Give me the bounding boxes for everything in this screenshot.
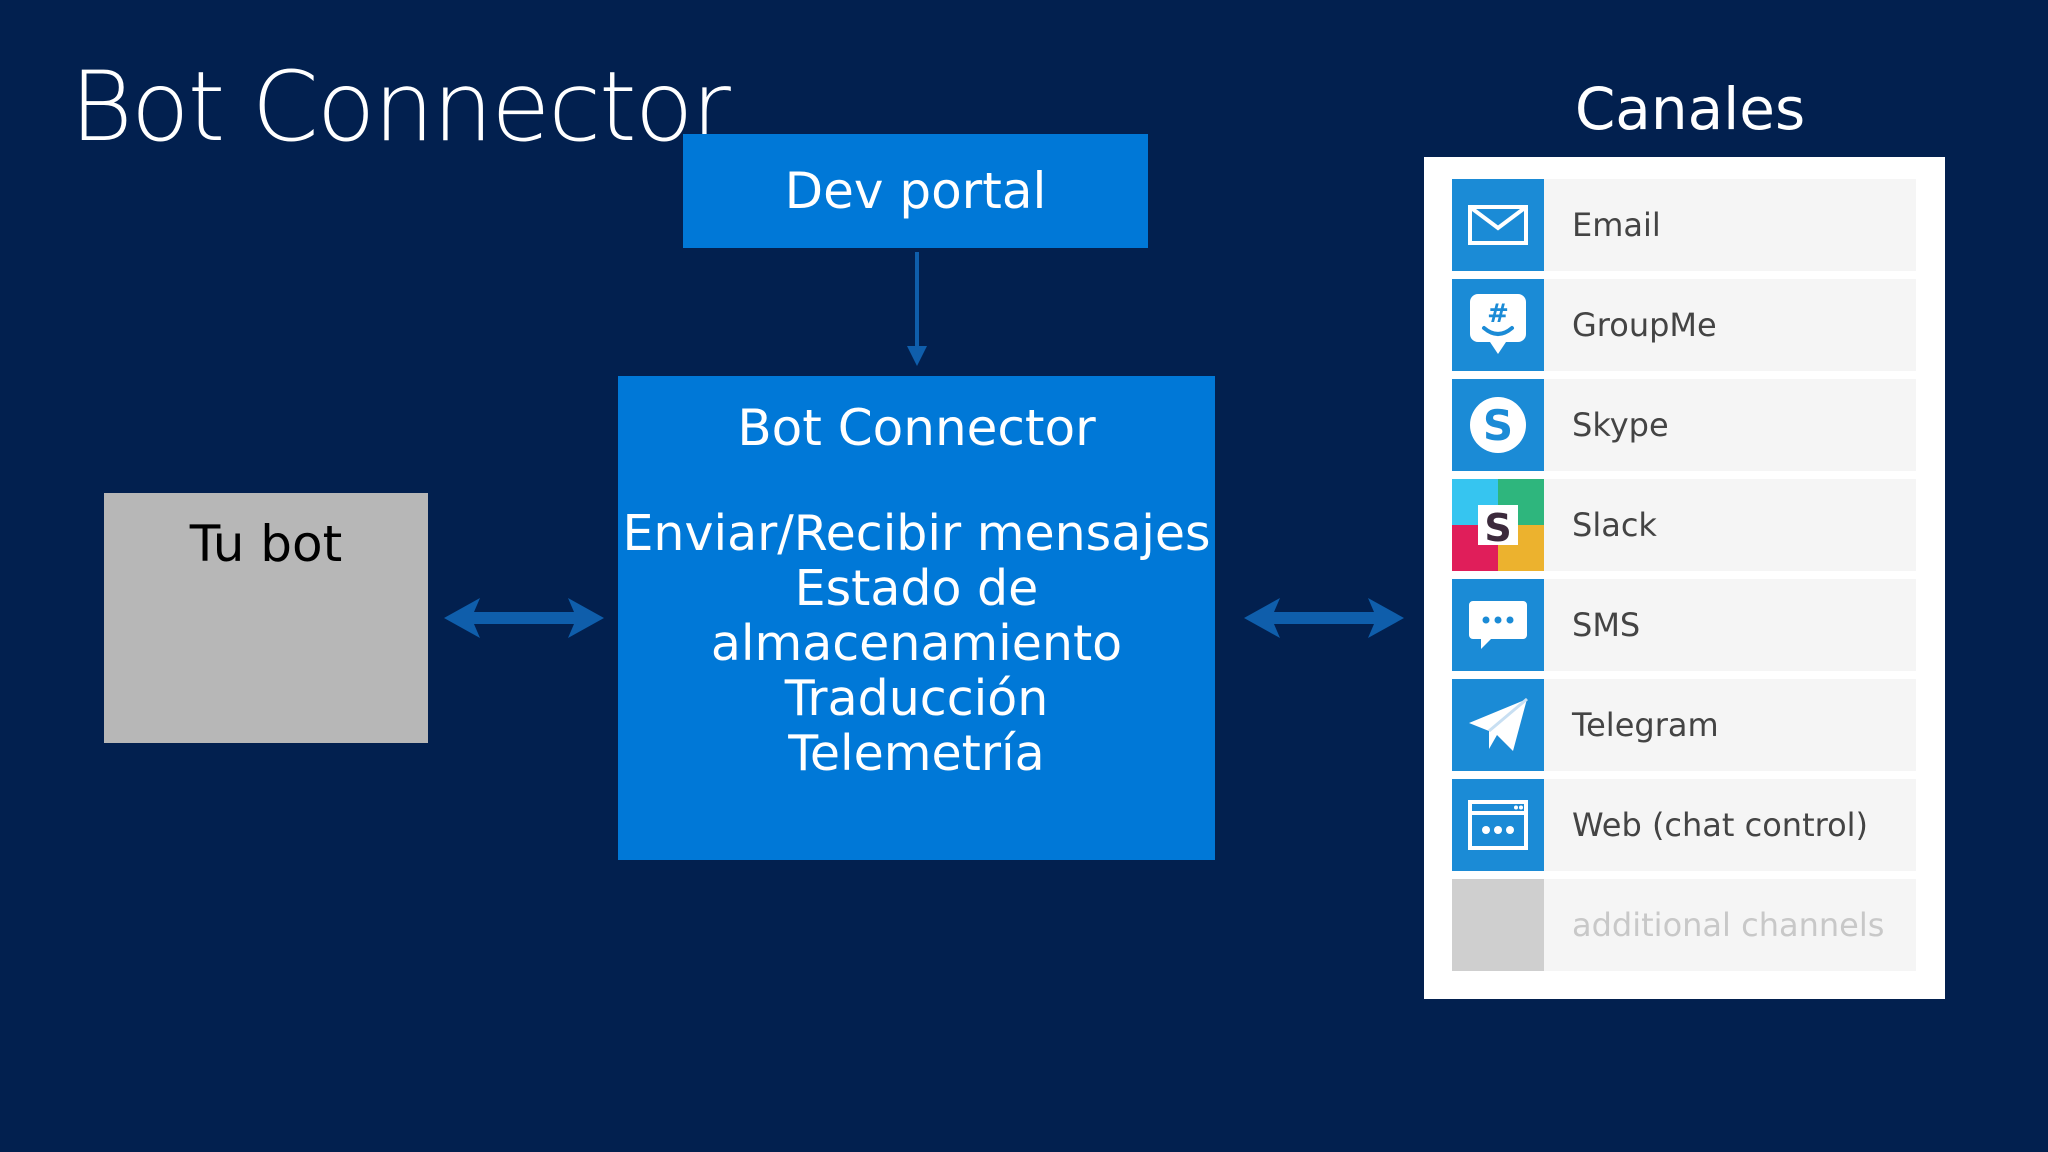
channel-label: Slack [1572,506,1657,544]
bot-connector-title: Bot Connector [737,399,1096,457]
paper-plane-icon [1452,679,1544,771]
channel-sms: SMS [1452,579,1916,671]
channel-web-chat: Web (chat control) [1452,779,1916,871]
placeholder-icon [1452,879,1544,971]
svg-text:S: S [1484,506,1511,550]
feature-telemetry: Telemetría [788,725,1045,782]
envelope-icon [1452,179,1544,271]
channel-label: SMS [1572,606,1641,644]
dev-portal-label: Dev portal [784,162,1047,220]
channel-email: Email [1452,179,1916,271]
svg-text:S: S [1483,401,1513,450]
bot-connector-double-arrow [444,598,604,638]
dev-portal-box: Dev portal [683,134,1148,248]
channel-label: Email [1572,206,1661,244]
feature-send-receive: Enviar/Recibir mensajes [622,505,1211,562]
channels-title: Canales [1574,75,1806,143]
feature-storage: almacenamiento [710,615,1123,672]
your-bot-box: Tu bot [104,493,428,743]
channel-skype: S Skype [1452,379,1916,471]
connector-channels-double-arrow [1244,598,1404,638]
svg-text:#: # [1487,299,1509,329]
feature-state: Estado de [794,560,1039,617]
channel-label: Web (chat control) [1572,806,1869,844]
channel-label: GroupMe [1572,306,1717,344]
bot-connector-features: Enviar/Recibir mensajes Estado de almace… [618,506,1215,781]
channel-additional: additional channels [1452,879,1916,971]
channels-panel: Email # GroupMe S Skype S Slack [1424,157,1945,999]
slack-icon: S [1452,479,1544,571]
channel-groupme: # GroupMe [1452,279,1916,371]
channel-label: Skype [1572,406,1669,444]
your-bot-label: Tu bot [189,515,343,573]
channel-telegram: Telegram [1452,679,1916,771]
channel-label: additional channels [1572,906,1885,944]
feature-translation: Traducción [784,670,1049,727]
channel-slack: S Slack [1452,479,1916,571]
chat-bubble-icon [1452,579,1544,671]
skype-icon: S [1452,379,1544,471]
browser-window-icon [1452,779,1544,871]
bot-connector-box: Bot Connector Enviar/Recibir mensajes Es… [618,376,1215,860]
dev-portal-to-connector-arrow [907,252,927,366]
groupme-icon: # [1452,279,1544,371]
slide-title: Bot Connector [70,51,731,163]
channel-label: Telegram [1572,706,1719,744]
